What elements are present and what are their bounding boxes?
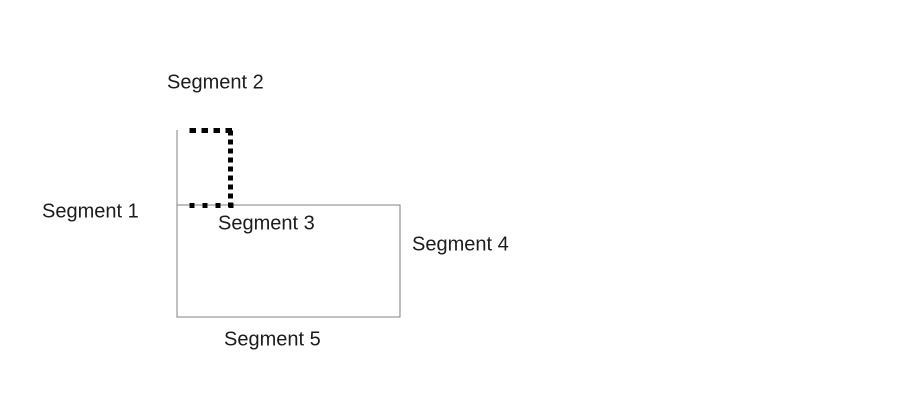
segment-4-label: Segment 4 [412,233,509,256]
segment-3-label: Segment 3 [218,212,315,235]
rectangle-outline [176,204,401,318]
segment-5-label: Segment 5 [224,328,321,351]
segment-1-label: Segment 1 [42,200,139,223]
segment-2-label: Segment 2 [167,71,264,94]
